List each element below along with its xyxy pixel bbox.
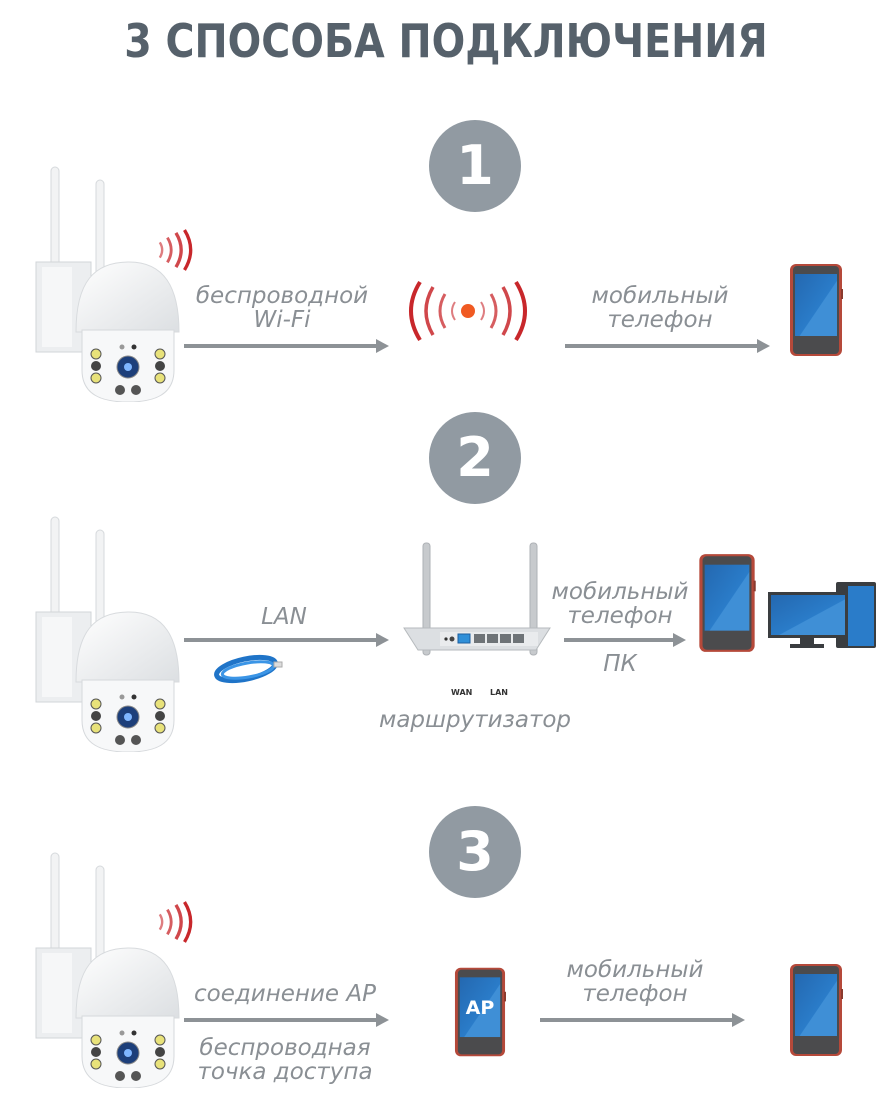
router-label: маршрутизатор	[378, 707, 572, 733]
link-label-line: мобильный	[566, 957, 704, 983]
smartphone-icon	[789, 963, 843, 1057]
ptz-camera-icon	[14, 848, 184, 1088]
desktop-pc-icon	[768, 582, 876, 648]
link-label-mobile: мобильный телефон	[540, 958, 730, 1006]
router-port-label-lan: LAN	[490, 688, 508, 697]
arrow-connector	[564, 633, 686, 647]
link-label-line: беспроводной	[195, 283, 369, 309]
wifi-waves-icon	[156, 228, 194, 272]
arrow-connector	[184, 1013, 389, 1027]
ptz-camera-icon	[14, 162, 184, 402]
link-label-line: Wi-Fi	[253, 307, 311, 333]
step-badge-2: 2	[429, 412, 521, 504]
link-label-line: беспроводная	[199, 1035, 371, 1061]
router-icon	[403, 542, 551, 656]
link-label-line: мобильный	[591, 283, 729, 309]
link-label-wifi: беспроводной Wi-Fi	[182, 284, 382, 332]
link-label-lan: LAN	[261, 604, 307, 630]
arrow-connector	[184, 633, 389, 647]
smartphone-icon	[789, 263, 843, 357]
link-label-ap-connection: соединение AP	[194, 981, 376, 1007]
arrow-connector	[184, 339, 389, 353]
link-label-pc: ПК	[603, 651, 637, 677]
link-label-access-point: беспроводная точка доступа	[176, 1036, 394, 1084]
router-port-label-wan: WAN	[451, 688, 473, 697]
arrow-connector	[565, 339, 770, 353]
smartphone-ap-icon: AP	[454, 965, 506, 1059]
wireless-signal-icon	[409, 280, 527, 342]
ap-screen-text: AP	[465, 997, 495, 1019]
link-label-line: телефон	[607, 307, 713, 333]
step-badge-3: 3	[429, 806, 521, 898]
link-label-line: телефон	[567, 603, 673, 629]
step-badge-1: 1	[429, 120, 521, 212]
smartphone-icon	[698, 553, 756, 653]
ptz-camera-icon	[14, 512, 184, 752]
link-label-line: мобильный	[551, 579, 689, 605]
wifi-waves-icon	[156, 900, 194, 944]
link-label-line: точка доступа	[197, 1059, 373, 1085]
ethernet-cable-icon	[214, 654, 283, 684]
link-label-mobile: мобильный телефон	[540, 580, 700, 628]
link-label-mobile: мобильный телефон	[560, 284, 760, 332]
page-title: 3 СПОСОБА ПОДКЛЮЧЕНИЯ	[124, 14, 768, 68]
arrow-connector	[540, 1013, 745, 1027]
link-label-line: телефон	[582, 981, 688, 1007]
